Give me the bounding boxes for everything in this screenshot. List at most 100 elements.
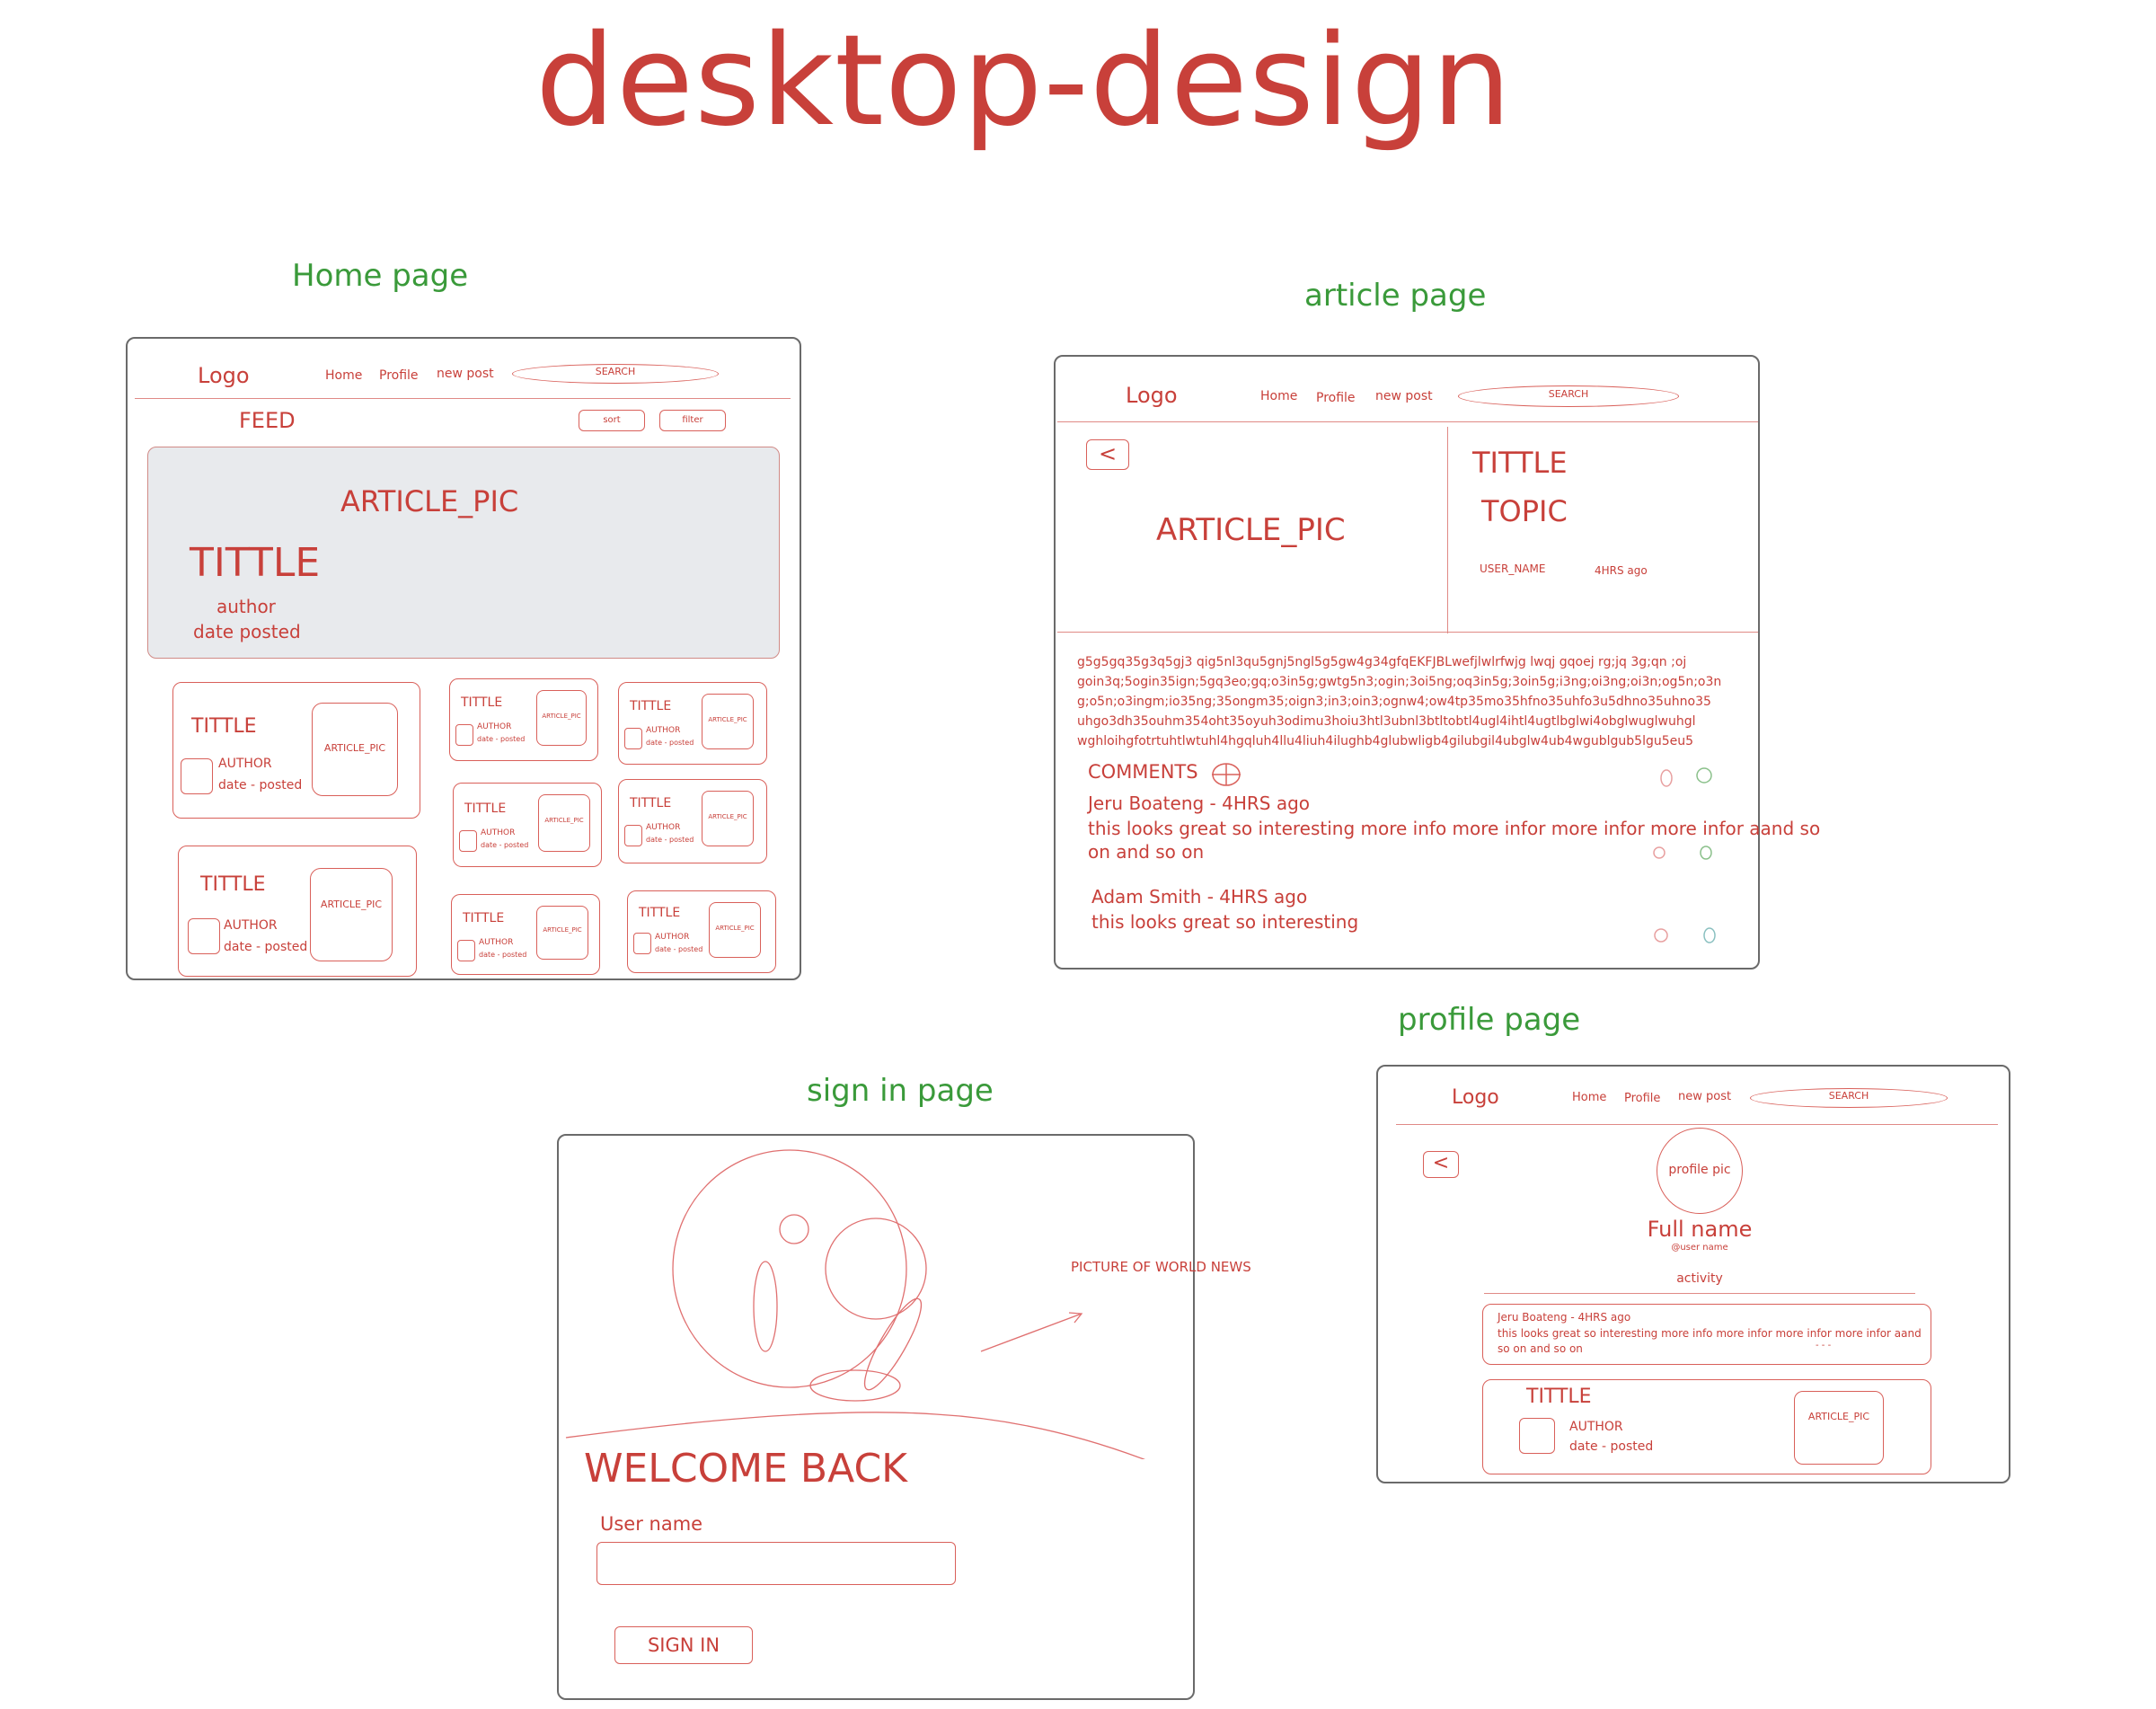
card-article-pic: ARTICLE_PIC <box>1794 1391 1884 1465</box>
comment-text: on and so on <box>1088 841 1205 863</box>
nav-profile-link[interactable]: Profile <box>1316 391 1356 405</box>
activity-divider <box>1484 1293 1915 1294</box>
body-line: goin3q;5ogin35ign;5gq3eo;gq;o3in5g;gwtg5… <box>1077 675 1722 689</box>
article-card[interactable]: TITTLE AUTHOR date - posted ARTICLE_PIC <box>172 682 420 819</box>
comment-header: Jeru Boateng - 4HRS ago <box>1088 793 1311 814</box>
card-author: AUTHOR <box>1569 1420 1623 1434</box>
profile-pic-label: profile pic <box>1668 1163 1731 1177</box>
logo[interactable]: Logo <box>1452 1086 1499 1109</box>
username-input[interactable] <box>596 1542 956 1585</box>
author-avatar <box>633 933 651 954</box>
card-date: date - posted <box>655 945 703 953</box>
nav-home-link[interactable]: Home <box>1572 1091 1607 1104</box>
author-avatar <box>459 830 477 852</box>
activity-heading: activity <box>1676 1271 1723 1286</box>
article-card[interactable]: TITTLE AUTHOR date - posted ARTICLE_PIC <box>627 890 776 973</box>
filter-button[interactable]: filter <box>659 410 726 431</box>
featured-article-pic: ARTICLE_PIC <box>340 484 519 518</box>
card-title: TITTLE <box>464 801 507 816</box>
home-section-title: Home page <box>292 258 469 294</box>
header-bottom-divider <box>1057 632 1758 633</box>
sort-label: sort <box>603 415 621 425</box>
nav-new-post-link[interactable]: new post <box>1678 1090 1732 1103</box>
card-author: AUTHOR <box>655 933 690 942</box>
body-line: g5g5gq35g3q5gj3 qig5nl3qu5gnj5ngl5g5gw4g… <box>1077 655 1687 669</box>
add-comment-icon[interactable] <box>1210 761 1242 788</box>
article-card[interactable]: TITTLE AUTHOR date - posted ARTICLE_PIC <box>449 678 598 761</box>
card-title: TITTLE <box>630 699 672 713</box>
user-handle: @user name <box>1671 1243 1728 1253</box>
article-card[interactable]: TITTLE AUTHOR date - posted ARTICLE_PIC <box>178 846 417 977</box>
header-divider <box>1447 427 1448 633</box>
home-page-mockup: Logo Home Profile new post SEARCH FEED s… <box>126 337 801 980</box>
back-button[interactable]: < <box>1423 1151 1459 1178</box>
article-user-name[interactable]: USER_NAME <box>1480 562 1546 575</box>
author-avatar <box>181 758 213 794</box>
logo[interactable]: Logo <box>198 363 250 388</box>
search-label: SEARCH <box>1828 1090 1869 1102</box>
nav-new-post-link[interactable]: new post <box>1375 389 1433 403</box>
world-news-picture <box>565 1149 1145 1459</box>
nav-new-post-link[interactable]: new post <box>437 367 494 381</box>
nav-home-link[interactable]: Home <box>325 368 363 383</box>
featured-article-author: author <box>216 596 276 617</box>
author-avatar <box>1519 1418 1555 1454</box>
feed-heading: FEED <box>239 408 296 433</box>
card-article-pic: ARTICLE_PIC <box>310 868 393 961</box>
signin-button-label: SIGN IN <box>647 1634 720 1656</box>
nav-divider <box>1396 1124 1998 1125</box>
card-article-pic: ARTICLE_PIC <box>538 794 590 852</box>
search-bar[interactable]: SEARCH <box>1458 385 1679 407</box>
card-date: date - posted <box>224 940 308 954</box>
sort-button[interactable]: sort <box>579 410 645 431</box>
comment-text: so on and so on <box>1498 1342 1583 1355</box>
username-label: User name <box>600 1513 703 1535</box>
article-card[interactable]: TITTLE AUTHOR date - posted ARTICLE_PIC <box>453 783 602 867</box>
signin-button[interactable]: SIGN IN <box>614 1626 753 1664</box>
article-topic: TOPIC <box>1481 494 1568 528</box>
featured-article-title: TITTLE <box>190 540 321 586</box>
author-avatar <box>624 825 642 846</box>
article-page-mockup: Logo Home Profile new post SEARCH < ARTI… <box>1054 355 1820 970</box>
article-card[interactable]: TITTLE AUTHOR date - posted ARTICLE_PIC <box>618 682 767 765</box>
search-bar[interactable]: SEARCH <box>1750 1088 1948 1108</box>
nav-profile-link[interactable]: Profile <box>1624 1092 1661 1105</box>
comments-heading: COMMENTS <box>1088 761 1198 783</box>
comment-reaction-icons[interactable] <box>1648 766 1729 788</box>
card-date: date - posted <box>1569 1439 1654 1454</box>
article-time: 4HRS ago <box>1595 564 1648 577</box>
logo[interactable]: Logo <box>1126 383 1178 408</box>
profile-picture[interactable]: profile pic <box>1657 1128 1743 1214</box>
card-author: AUTHOR <box>481 828 516 837</box>
article-card[interactable]: TITTLE AUTHOR date - posted ARTICLE_PIC <box>451 894 600 975</box>
card-author: AUTHOR <box>218 757 272 771</box>
author-avatar <box>457 940 475 961</box>
comment-header: Jeru Boateng - 4HRS ago <box>1498 1311 1631 1324</box>
author-avatar <box>188 918 220 954</box>
body-line: wghloihgfotrtuhtlwtuhl4hgqluh4llu4liuh4i… <box>1077 734 1694 748</box>
comment-text: this looks great so interesting more inf… <box>1498 1327 1922 1340</box>
nav-divider <box>135 398 791 399</box>
activity-comment[interactable]: Jeru Boateng - 4HRS ago this looks great… <box>1482 1304 1931 1365</box>
activity-post-card[interactable]: TITTLE AUTHOR date - posted ARTICLE_PIC <box>1482 1379 1931 1474</box>
author-avatar <box>624 728 642 749</box>
more-dots: - - - <box>1816 1341 1832 1350</box>
nav-home-link[interactable]: Home <box>1260 389 1298 403</box>
profile-page-mockup: Logo Home Profile new post SEARCH < prof… <box>1376 1065 2010 1483</box>
comment-text: this looks great so interesting more inf… <box>1088 818 1821 839</box>
comment-reaction-icons[interactable] <box>1648 925 1729 946</box>
comment-reaction-icons[interactable] <box>1648 842 1729 863</box>
picture-label: PICTURE OF WORLD NEWS <box>1071 1259 1251 1275</box>
nav-profile-link[interactable]: Profile <box>379 368 419 383</box>
card-article-pic: ARTICLE_PIC <box>709 902 761 958</box>
card-title: TITTLE <box>200 873 266 896</box>
search-bar[interactable]: SEARCH <box>512 364 719 384</box>
back-icon: < <box>1432 1152 1450 1174</box>
signin-page-mockup: PICTURE OF WORLD NEWS WELCOME BACK User … <box>557 1134 1251 1700</box>
article-card[interactable]: TITTLE AUTHOR date - posted ARTICLE_PIC <box>618 779 767 863</box>
back-icon: < <box>1098 441 1118 466</box>
featured-article[interactable]: ARTICLE_PIC TITTLE author date posted <box>147 447 780 659</box>
card-title: TITTLE <box>630 796 672 810</box>
back-button[interactable]: < <box>1086 439 1129 470</box>
welcome-heading: WELCOME BACK <box>584 1446 908 1492</box>
